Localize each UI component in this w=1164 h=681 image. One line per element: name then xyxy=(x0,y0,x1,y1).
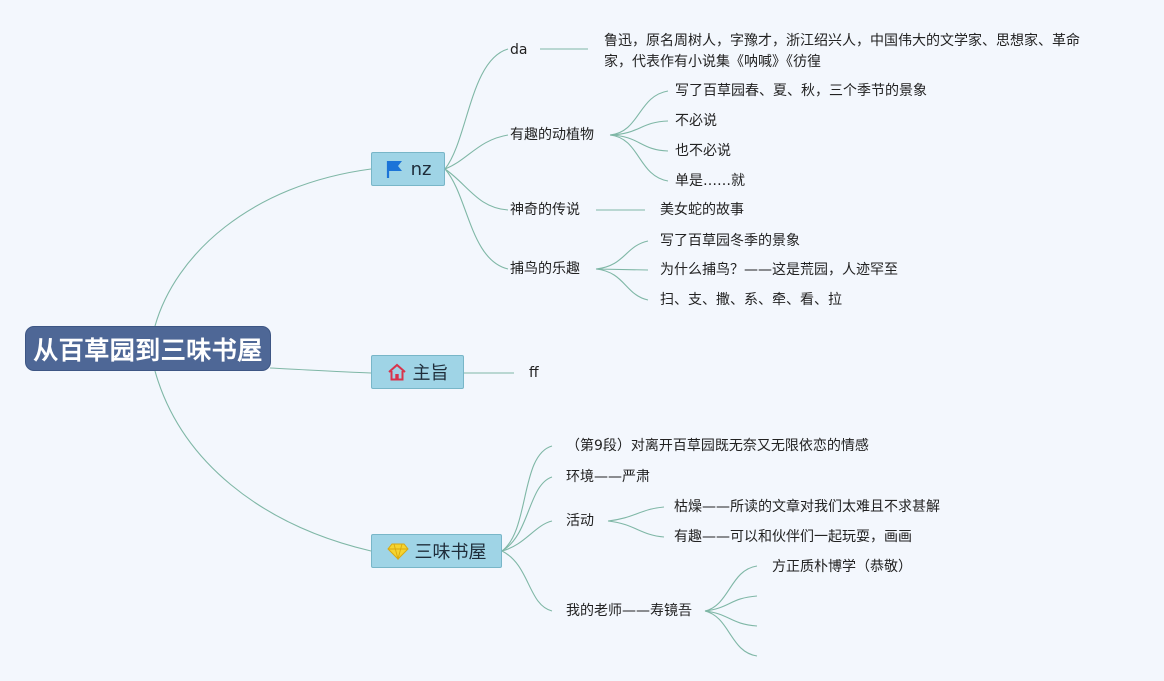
connector xyxy=(704,610,758,627)
connector xyxy=(595,268,649,301)
topic-environment[interactable]: 环境——严肃 xyxy=(566,469,650,485)
branch-theme[interactable]: 主旨 xyxy=(371,355,464,389)
diamond-icon xyxy=(386,542,409,560)
connector xyxy=(607,520,665,538)
connector xyxy=(607,506,665,522)
branch-sanwei-label: 三味书屋 xyxy=(414,542,487,563)
home-icon xyxy=(387,362,407,382)
branch-theme-label: 主旨 xyxy=(412,363,449,384)
plants-item[interactable]: 也不必说 xyxy=(675,143,731,159)
topic-da-detail[interactable]: 鲁迅，原名周树人，字豫才，浙江绍兴人，中国伟大的文学家、思想家、革命家，代表作有… xyxy=(604,33,1080,70)
root-topic[interactable]: 从百草园到三味书屋 xyxy=(25,326,271,371)
topic-activity[interactable]: 活动 xyxy=(566,513,594,529)
branch-nz[interactable]: nz xyxy=(371,152,445,186)
connector xyxy=(609,134,669,152)
connector xyxy=(501,476,553,552)
activity-item[interactable]: 有趣——可以和伙伴们一起玩耍，画画 xyxy=(674,529,912,545)
flag-icon xyxy=(385,159,405,179)
activity-item[interactable]: 枯燥——所读的文章对我们太难且不求甚解 xyxy=(674,499,940,515)
connector xyxy=(704,565,758,612)
birds-item[interactable]: 写了百草园冬季的景象 xyxy=(660,233,800,249)
connector xyxy=(444,48,509,170)
connector xyxy=(501,445,553,552)
connector xyxy=(269,367,372,374)
topic-teacher[interactable]: 我的老师——寿镜吾 xyxy=(566,603,692,619)
connector xyxy=(444,168,509,211)
connector xyxy=(444,134,509,170)
branch-nz-label: nz xyxy=(410,158,432,180)
birds-item[interactable]: 为什么捕鸟？——这是荒园，人迹罕至 xyxy=(660,262,898,278)
legend-item[interactable]: 美女蛇的故事 xyxy=(660,202,744,218)
plants-item[interactable]: 不必说 xyxy=(675,113,717,129)
plants-item[interactable]: 单是……就 xyxy=(675,173,745,189)
branch-sanwei[interactable]: 三味书屋 xyxy=(371,534,502,568)
teacher-item[interactable]: 方正质朴博学（恭敬） xyxy=(772,559,912,575)
topic-ff[interactable]: ff xyxy=(529,365,539,381)
topic-para9[interactable]: （第9段）对离开百草园既无奈又无限依恋的情感 xyxy=(566,438,869,454)
connector xyxy=(501,550,553,612)
connector xyxy=(609,120,669,136)
connector xyxy=(154,370,372,552)
connector xyxy=(609,134,669,182)
plants-item[interactable]: 写了百草园春、夏、秋，三个季节的景象 xyxy=(675,83,927,99)
topic-legend[interactable]: 神奇的传说 xyxy=(510,202,580,218)
connector xyxy=(704,595,758,612)
birds-item[interactable]: 扫、支、撒、系、牵、看、拉 xyxy=(660,292,842,308)
root-title: 从百草园到三味书屋 xyxy=(33,335,263,365)
connector xyxy=(609,90,669,136)
connector xyxy=(704,610,758,657)
connector xyxy=(444,168,509,270)
topic-da[interactable]: da xyxy=(510,42,528,58)
connector xyxy=(595,240,649,270)
topic-birds[interactable]: 捕鸟的乐趣 xyxy=(510,261,580,277)
connector xyxy=(501,520,553,552)
topic-plants[interactable]: 有趣的动植物 xyxy=(510,127,594,143)
connector xyxy=(154,168,372,327)
connector xyxy=(595,268,649,271)
